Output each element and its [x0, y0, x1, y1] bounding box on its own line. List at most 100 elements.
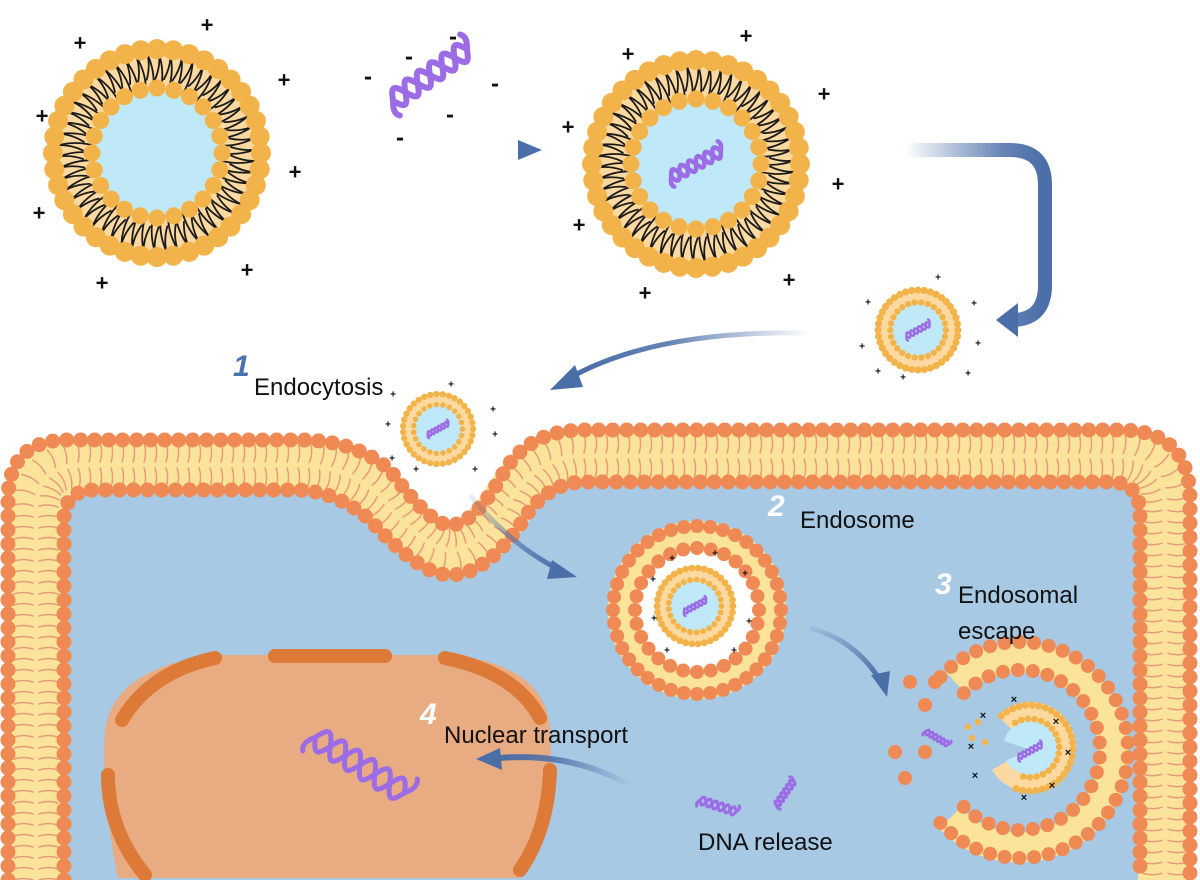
- nucleus: [101, 649, 557, 880]
- arrow-nuclear-transport: [499, 754, 632, 788]
- positive-charge-icon: +: [935, 273, 941, 284]
- positive-charge-icon: +: [865, 298, 871, 309]
- charge-icon: ×: [972, 770, 978, 782]
- positive-charge-icon: +: [783, 268, 796, 293]
- positive-charge-icon: +: [448, 380, 454, 391]
- positive-charge-icon: +: [492, 430, 498, 441]
- positive-charge-icon: +: [740, 24, 753, 49]
- dna-icon: [426, 418, 450, 440]
- loose-lipid-head: [918, 745, 932, 759]
- dna-icon: [1017, 739, 1043, 763]
- dna-release-label: DNA release: [698, 829, 833, 856]
- positive-charge-icon: +: [900, 373, 906, 384]
- dna-icon: [682, 594, 708, 618]
- arrow-head: [476, 748, 502, 770]
- charge-icon: ×: [1053, 716, 1059, 728]
- arrow-internalization: [468, 493, 562, 573]
- stage-4-label: Nuclear transport: [444, 722, 629, 749]
- arrow-escape: [809, 625, 883, 682]
- nucleus-body: [103, 655, 551, 878]
- negative-charge-icon: -: [364, 64, 372, 91]
- endosome-bilayer-broken: [939, 642, 1129, 863]
- positive-charge-icon: +: [241, 258, 254, 283]
- negative-charge-icon: -: [446, 102, 454, 129]
- positive-charge-icon: +: [971, 299, 977, 310]
- loose-lipid-head: [981, 738, 989, 746]
- released-dna-icon: [773, 775, 797, 811]
- arrow-transfer: [905, 143, 1052, 327]
- positive-charge-icon: +: [669, 554, 675, 565]
- positive-charge-icon: +: [472, 465, 478, 476]
- envelope-segment: [438, 651, 547, 725]
- positive-charge-icon: +: [965, 369, 971, 380]
- positive-charge-icon: +: [622, 42, 635, 67]
- stage-3-label-line2: escape: [958, 618, 1036, 645]
- positive-charge-icon: +: [573, 213, 586, 238]
- positive-charge-icon: +: [390, 390, 396, 401]
- negative-charge-icon: -: [396, 125, 404, 152]
- lipid-heads: [653, 564, 737, 648]
- positive-charge-icon: +: [278, 68, 291, 93]
- positive-charge-icon: +: [875, 367, 881, 378]
- negative-charge-icon: -: [449, 24, 457, 51]
- stage-2-label: Endosome: [800, 507, 915, 534]
- envelope-segment: [115, 651, 222, 727]
- aqueous-core: [95, 91, 219, 215]
- loose-lipid-head: [968, 734, 976, 742]
- released-dna-icon: [694, 795, 742, 817]
- positive-charge-icon: +: [413, 465, 419, 476]
- loose-lipid-head: [928, 675, 942, 689]
- endosome-heads: [933, 635, 1135, 865]
- ruptured-endosome: ××××××××: [888, 635, 1135, 865]
- positive-charge-icon: +: [33, 201, 46, 226]
- dna-icon: [668, 139, 724, 189]
- stage-4-number: 4: [420, 698, 437, 731]
- positive-charge-icon: +: [389, 454, 395, 465]
- positive-charge-icon: +: [664, 646, 670, 657]
- lipoplex-small: [874, 286, 962, 374]
- envelope-segment: [513, 763, 557, 877]
- positive-charge-icon: +: [859, 342, 865, 353]
- loose-lipid-head: [898, 771, 912, 785]
- positive-charge-icon: +: [651, 614, 657, 625]
- positive-charge-icon: +: [975, 339, 981, 350]
- dna-icon: [905, 318, 931, 342]
- positive-charge-icon: +: [490, 405, 496, 416]
- arrow-uptake: [573, 330, 811, 378]
- positive-charge-icon: +: [731, 646, 737, 657]
- arrow-head: [518, 140, 542, 160]
- charge-icon: ×: [1049, 780, 1055, 792]
- charge-icon: ×: [968, 741, 974, 753]
- lipid-heads: [997, 701, 1077, 795]
- lipid-heads: [399, 390, 477, 468]
- positive-charge-icon: +: [36, 104, 49, 129]
- arrow-head: [996, 303, 1018, 337]
- positive-charge-icon: +: [818, 82, 831, 107]
- nuclear-envelope: [101, 649, 557, 880]
- charge-icon: ×: [980, 710, 986, 722]
- positive-charge-icon: +: [201, 13, 214, 38]
- positive-charge-icon: +: [385, 420, 391, 431]
- membrane-heads: [0, 422, 1198, 880]
- arrow-head: [871, 671, 890, 697]
- positive-charge-icon: +: [289, 160, 302, 185]
- charge-icon: ×: [1021, 792, 1027, 804]
- arrow-head: [547, 560, 577, 579]
- arrow-head: [550, 365, 583, 390]
- stage-1-number: 1: [233, 350, 250, 383]
- lipid-heads: [582, 50, 810, 278]
- positive-charge-icon: +: [712, 549, 718, 560]
- lipoplex-liposome: [582, 50, 810, 278]
- positive-charge-icon: +: [746, 617, 752, 628]
- rupture-gap: [1000, 740, 1030, 763]
- loose-lipid-head: [974, 718, 982, 726]
- lipid-heads: [874, 286, 962, 374]
- positive-charge-icon: +: [650, 575, 656, 586]
- stage-2-number: 2: [768, 490, 785, 523]
- stage-3-number: 3: [935, 568, 952, 601]
- positive-charge-icon: +: [639, 281, 652, 306]
- diagram-objects: ++++++++++++++++------++++++++++++++++++…: [33, 13, 1135, 865]
- loose-lipid-head: [918, 698, 932, 712]
- free-dna-icon: [389, 31, 471, 119]
